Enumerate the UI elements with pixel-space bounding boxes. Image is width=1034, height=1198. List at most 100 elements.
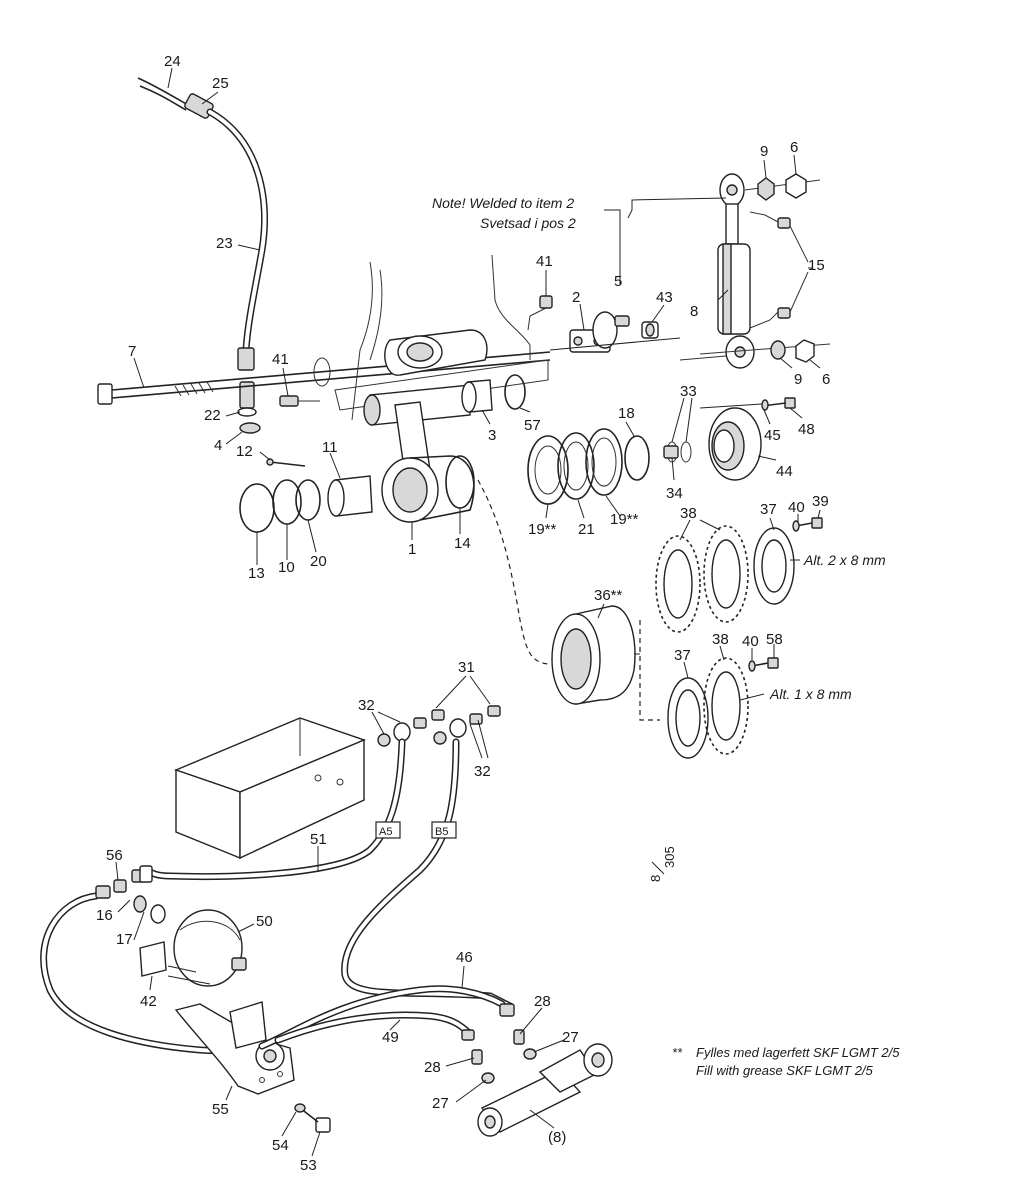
bushing-3 (461, 379, 493, 413)
adapter-22 (237, 381, 257, 417)
callout-4: 4 (214, 437, 222, 454)
fitting-15-bottom (749, 307, 791, 329)
callout-39: 39 (812, 493, 829, 510)
callout-7: 7 (128, 343, 136, 360)
shaft-line (549, 337, 681, 351)
callout-28-left: 28 (424, 1059, 441, 1076)
hose-23 (206, 108, 268, 371)
seal-14 (445, 455, 475, 509)
note-welded-en: Note! Welded to item 2 (432, 195, 574, 211)
label-42-straps (167, 965, 211, 985)
callout-38-bottom: 38 (712, 631, 729, 648)
hose-tag-a5-label: A5 (379, 826, 392, 838)
callout-33: 33 (680, 383, 697, 400)
bolt-58 (751, 657, 779, 669)
nipple-12 (266, 458, 306, 467)
washer-40-top (792, 520, 800, 532)
nipple-41-right (527, 295, 553, 331)
callout-6-bottom: 6 (822, 371, 830, 388)
leader-lines (115, 67, 821, 1157)
callout-labels: 24 25 23 7 41 22 4 12 11 13 10 20 1 14 3… (96, 53, 830, 1174)
callout-53: 53 (300, 1157, 317, 1174)
washer-4 (239, 422, 261, 434)
hub-bolt-line (699, 403, 763, 409)
bushing-43 (641, 321, 659, 339)
control-cable-24 (137, 77, 191, 111)
bolt-39 (795, 517, 823, 529)
callout-19-right: 19** (610, 511, 639, 528)
note-grease-sv: Fylles med lagerfett SKF LGMT 2/5 (696, 1045, 900, 1060)
page-reference: 8 305 (648, 846, 677, 882)
callout-46: 46 (456, 949, 473, 966)
callout-31: 31 (458, 659, 475, 676)
fittings-28-27 (461, 1003, 537, 1084)
sprocket-dash-line (639, 620, 660, 721)
sprocket-38-c (703, 657, 749, 755)
hose-49 (274, 1011, 474, 1044)
callout-10: 10 (278, 559, 295, 576)
callout-54: 54 (272, 1137, 289, 1154)
fitting-15-top (749, 211, 791, 229)
callout-11: 11 (322, 439, 338, 456)
frame-outline (334, 254, 549, 421)
callout-48: 48 (798, 421, 815, 438)
seal-57 (504, 374, 526, 410)
plate-5 (592, 311, 630, 349)
bolt-53 (299, 1107, 331, 1133)
hose-b5 (341, 738, 514, 1010)
page-ref-bottom: 305 (662, 846, 677, 868)
callout-42: 42 (140, 993, 157, 1010)
pivot-housing (384, 329, 488, 376)
callout-55: 55 (212, 1101, 229, 1118)
circlip-18 (624, 435, 650, 481)
callout-19-left: 19** (528, 521, 557, 538)
callout-37-top: 37 (760, 501, 777, 518)
hose-51 (142, 738, 406, 880)
fitting-17 (133, 895, 166, 924)
hub-36 (551, 605, 636, 705)
callout-43: 43 (656, 289, 673, 306)
callout-25: 25 (212, 75, 229, 92)
grease-marker: ** (672, 1045, 683, 1060)
callout-40-top: 40 (788, 499, 805, 516)
callout-27-left: 27 (432, 1095, 449, 1112)
callout-27-right: 27 (562, 1029, 579, 1046)
hose-tag-a5 (375, 821, 401, 839)
hose-tag-b5 (431, 821, 457, 839)
note-leader-a (604, 209, 621, 285)
fittings-56-16 (95, 865, 153, 899)
nut-6-top (785, 173, 807, 199)
leader-15-split (789, 225, 809, 313)
note-leader-b (627, 197, 727, 219)
callout-6-top: 6 (790, 139, 798, 156)
nut-9-top (757, 177, 775, 201)
hose-tag-b5-label: B5 (435, 826, 448, 838)
callout-9-top: 9 (760, 143, 768, 160)
lock-34 (663, 445, 679, 459)
note-alt-1x8: Alt. 1 x 8 mm (769, 686, 852, 702)
flange-37-bottom (667, 677, 709, 759)
callout-18: 18 (618, 405, 635, 422)
callout-36: 36** (594, 587, 623, 604)
washer-40-bottom (748, 660, 756, 672)
callout-32-left: 32 (358, 697, 375, 714)
callout-24: 24 (164, 53, 181, 70)
callout-38-top: 38 (680, 505, 697, 522)
callout-37-bottom: 37 (674, 647, 691, 664)
callout-56: 56 (106, 847, 123, 864)
callout-49: 49 (382, 1029, 399, 1046)
callout-3: 3 (488, 427, 496, 444)
washer-45 (761, 399, 769, 411)
sprocket-38-b (703, 525, 749, 623)
callout-57: 57 (524, 417, 541, 434)
ring-21 (557, 432, 595, 500)
callout-32-right: 32 (474, 763, 491, 780)
page-ref-top: 8 (648, 875, 663, 882)
nut-6-bottom (795, 339, 815, 363)
callout-44: 44 (776, 463, 793, 480)
callout-12: 12 (236, 443, 253, 460)
washer-9-bottom (770, 340, 786, 360)
flange-37-top (753, 527, 795, 605)
bearing-19-right (585, 428, 623, 496)
callout-51: 51 (310, 831, 327, 848)
